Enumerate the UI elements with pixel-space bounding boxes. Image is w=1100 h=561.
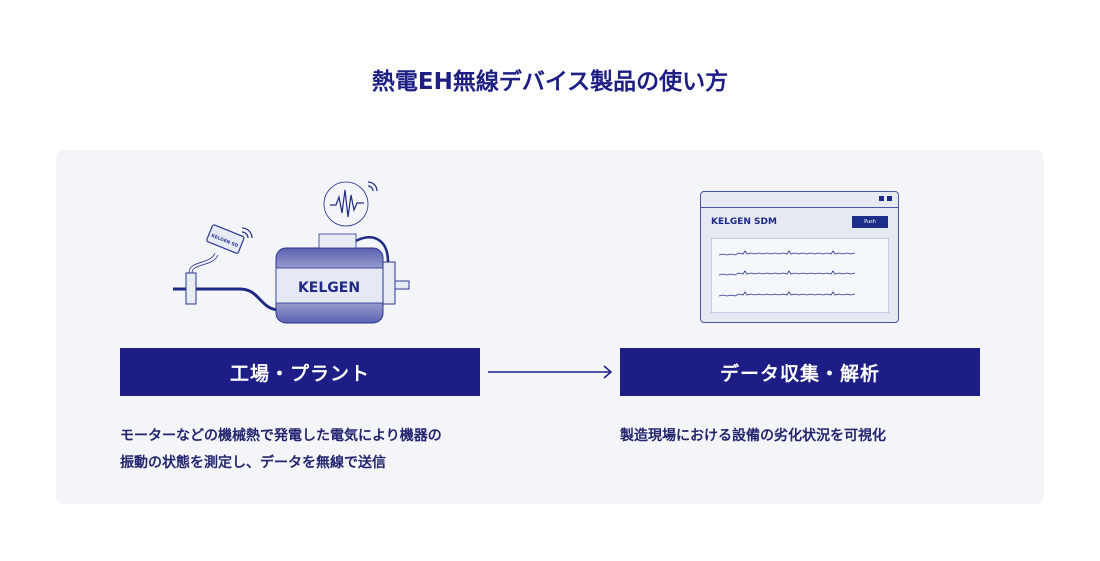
window-controls-icon: [879, 196, 892, 201]
app-window: KELGEN SDM Push: [700, 191, 899, 323]
app-title: KELGEN SDM: [711, 217, 777, 227]
factory-description-line2: 振動の状態を測定し、データを無線で送信: [120, 455, 386, 471]
arrow-right-icon: [488, 365, 613, 379]
factory-description-line1: モーターなどの機械熱で発電した電気により機器の: [120, 428, 442, 444]
data-analysis-label: データ収集・解析: [620, 348, 980, 396]
motor-label: KELGEN: [298, 280, 360, 296]
waveform-chart: [711, 238, 889, 313]
page-title: 熱電EH無線デバイス製品の使い方: [371, 69, 729, 95]
factory-illustration: KELGEN SD KELGEN: [173, 181, 410, 324]
factory-description: モーターなどの機械熱で発電した電気により機器の 振動の状態を測定し、データを無線…: [120, 423, 442, 477]
factory-plant-label: 工場・プラント: [120, 348, 480, 396]
push-button[interactable]: Push: [852, 216, 888, 228]
analysis-description: 製造現場における設備の劣化状況を可視化: [620, 428, 886, 444]
